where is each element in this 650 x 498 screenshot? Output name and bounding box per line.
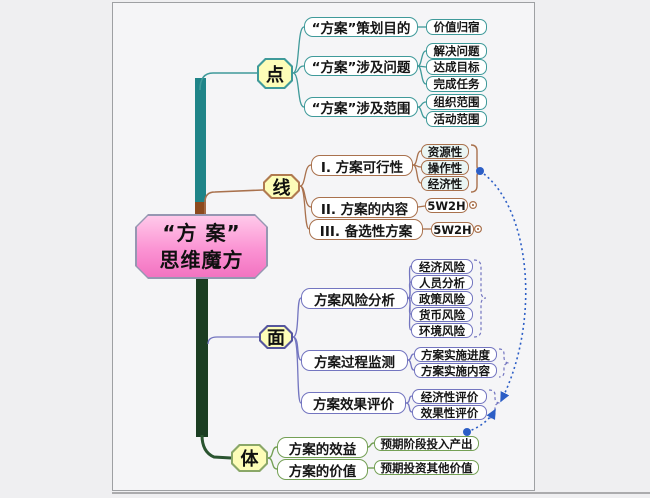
leaf-impl-progress[interactable]: 方案实施进度 — [414, 347, 497, 362]
leaf-impl-content[interactable]: 方案实施内容 — [414, 363, 497, 378]
branch-plane-label: 面 — [267, 328, 285, 349]
plane-branch-connectors — [207, 265, 415, 413]
body-branch-connectors — [267, 442, 375, 470]
leaf-currency-risk[interactable]: 货币风险 — [411, 307, 473, 322]
topic-effect-eval[interactable]: 方案效果评价 — [301, 392, 406, 414]
topic-plan-purpose[interactable]: “方案”策划目的 — [304, 17, 418, 37]
relation-arrows[interactable] — [463, 167, 527, 436]
leaf-operability[interactable]: 操作性 — [421, 160, 469, 175]
branch-line[interactable]: 线 — [263, 174, 300, 199]
trunk-brown-segment — [195, 189, 264, 215]
central-topic-label: “方 案” 思维魔方 — [159, 220, 244, 272]
leaf-expected-value[interactable]: 预期投资其他价值 — [374, 460, 479, 475]
branch-body[interactable]: 体 — [231, 444, 268, 472]
link-circle-icon-1[interactable] — [469, 201, 478, 210]
trunk-lower-green — [196, 279, 232, 460]
topic-plan-value[interactable]: 方案的价值 — [277, 459, 368, 480]
leaf-org-scope[interactable]: 组织范围 — [426, 94, 487, 110]
central-topic[interactable]: “方 案” 思维魔方 — [135, 214, 268, 279]
topic-risk-analysis[interactable]: 方案风险分析 — [301, 288, 408, 309]
leaf-economic-risk[interactable]: 经济风险 — [411, 259, 473, 274]
link-circle-icon-2[interactable] — [474, 225, 483, 234]
relation-dot-1 — [476, 167, 484, 175]
topic-alternatives[interactable]: III. 备选性方案 — [309, 219, 423, 240]
leaf-effect-eval[interactable]: 效果性评价 — [412, 405, 487, 420]
leaf-policy-risk[interactable]: 政策风险 — [411, 291, 473, 306]
leaf-activity-scope[interactable]: 活动范围 — [426, 111, 487, 127]
branch-line-label: 线 — [272, 177, 291, 199]
branch-plane[interactable]: 面 — [259, 325, 293, 349]
topic-feasibility[interactable]: I. 方案可行性 — [311, 155, 413, 176]
leaf-resource[interactable]: 资源性 — [421, 144, 469, 159]
leaf-economy[interactable]: 经济性 — [421, 176, 469, 191]
branch-point-label: 点 — [266, 64, 284, 86]
topic-plan-problems[interactable]: “方案”涉及问题 — [304, 56, 418, 76]
leaf-solve-problem[interactable]: 解决问题 — [426, 43, 487, 59]
topic-process-watch[interactable]: 方案过程监测 — [301, 350, 408, 371]
leaf-reach-goal[interactable]: 达成目标 — [426, 59, 487, 75]
point-branch-connectors — [292, 26, 427, 119]
topic-plan-content[interactable]: II. 方案的内容 — [311, 197, 418, 218]
relation-dot-2 — [463, 428, 471, 436]
topic-plan-benefit[interactable]: 方案的效益 — [277, 437, 368, 458]
leaf-5w2h-2[interactable]: 5W2H — [431, 222, 474, 237]
branch-body-label: 体 — [240, 449, 259, 470]
branch-point[interactable]: 点 — [257, 58, 293, 89]
leaf-expected-io[interactable]: 预期阶段投入产出 — [374, 436, 479, 451]
trunk-upper-teal — [195, 72, 257, 216]
leaf-value-home[interactable]: 价值归宿 — [426, 19, 487, 35]
leaf-5w2h-1[interactable]: 5W2H — [425, 198, 468, 213]
leaf-env-risk[interactable]: 环境风险 — [411, 323, 473, 338]
topic-plan-scope[interactable]: “方案”涉及范围 — [304, 97, 418, 117]
page-bottom-rule — [112, 492, 650, 494]
leaf-personnel[interactable]: 人员分析 — [411, 275, 473, 290]
relation-arrow-1 — [479, 170, 527, 403]
leaf-economic-eval[interactable]: 经济性评价 — [412, 389, 487, 404]
leaf-finish-task[interactable]: 完成任务 — [426, 76, 487, 92]
